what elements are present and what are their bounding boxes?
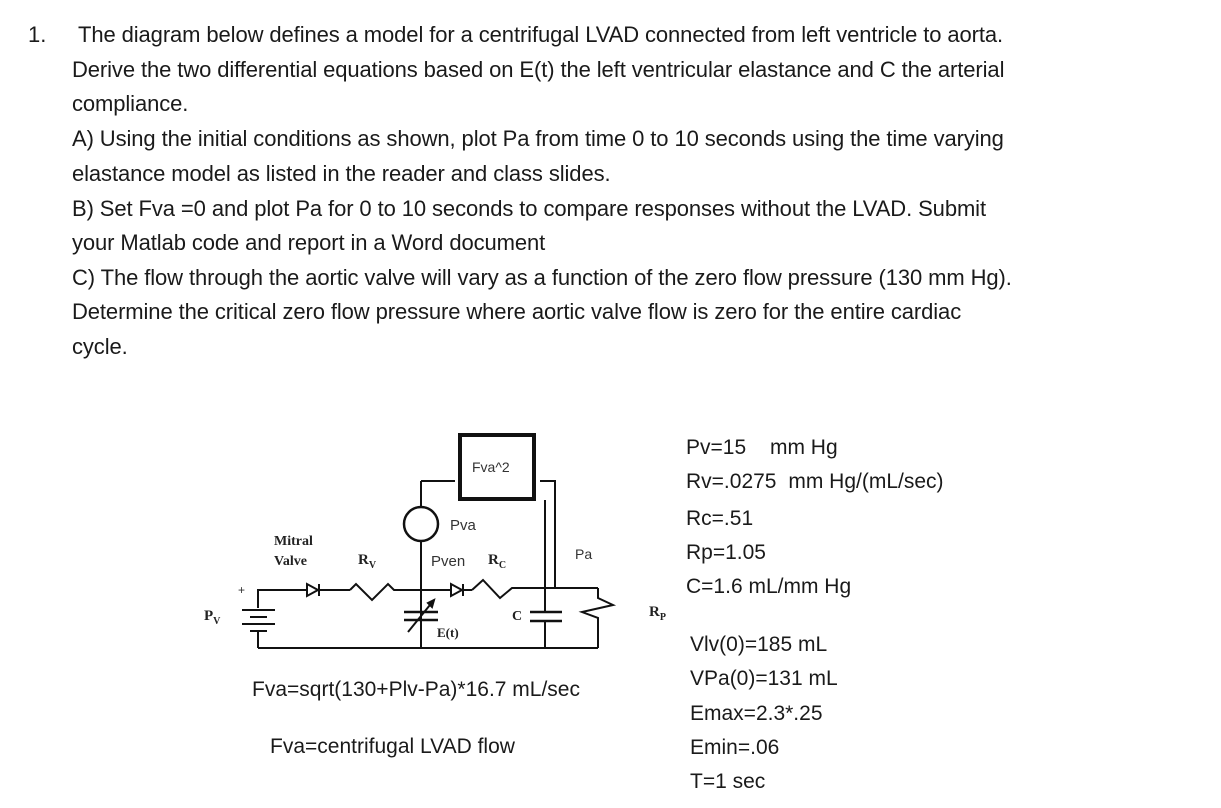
problem-line-1: The diagram below defines a model for a … xyxy=(78,22,1004,47)
part-c-line-3: cycle. xyxy=(72,334,128,359)
plus-sign: + xyxy=(238,583,246,597)
ic-vpa: VPa(0)=131 mL xyxy=(690,667,838,690)
rp-label-sub: P xyxy=(659,612,666,623)
part-c-line-2: Determine the critical zero flow pressur… xyxy=(72,299,962,324)
rp-label: RP xyxy=(649,604,666,623)
rp-resistor-icon xyxy=(578,588,617,648)
lvad-pressure-source-icon xyxy=(402,505,440,543)
param-rv: Rv=.0275 mm Hg/(mL/sec) xyxy=(686,470,944,494)
part-c-line-1: C) The flow through the aortic valve wil… xyxy=(72,265,1012,290)
rc-resistor-icon xyxy=(471,578,545,600)
fva-equation: Fva=sqrt(130+Plv-Pa)*16.7 mL/sec xyxy=(252,678,580,701)
part-b-line-1: B) Set Fva =0 and plot Pa for 0 to 10 se… xyxy=(72,196,986,221)
problem-line-2: Derive the two differential equations ba… xyxy=(72,57,1005,82)
pven-label: Pven xyxy=(431,553,466,570)
pv-label-main: P xyxy=(204,608,214,624)
pa-label: Pa xyxy=(575,546,593,562)
param-pv: Pv=15 mm Hg xyxy=(686,436,838,460)
ic-vlv: Vlv(0)=185 mL xyxy=(690,633,828,656)
mitral-valve-diode-icon xyxy=(306,582,321,598)
ic-emin: Emin=.06 xyxy=(690,736,780,759)
rc-label-main: R xyxy=(488,552,499,568)
rp-label-main: R xyxy=(649,604,660,620)
mitral-label-1: Mitral xyxy=(274,534,313,549)
pva-label: Pva xyxy=(450,517,476,534)
mitral-label-2: Valve xyxy=(274,554,307,569)
fva-definition: Fva=centrifugal LVAD flow xyxy=(270,735,515,758)
rc-label: RC xyxy=(488,552,506,571)
param-pv-value: Pv=15 xyxy=(686,436,747,459)
rv-label-sub: V xyxy=(368,560,377,571)
compliance-label: C xyxy=(512,609,523,624)
ic-period: T=1 sec xyxy=(690,770,766,793)
rc-label-sub: C xyxy=(498,560,507,571)
part-a-line-2: elastance model as listed in the reader … xyxy=(72,161,611,186)
pv-label-sub: V xyxy=(213,616,221,627)
pv-label: PV xyxy=(204,608,220,627)
param-c: C=1.6 mL/mm Hg xyxy=(686,575,852,598)
pump-box-label: Fva^2 xyxy=(472,459,510,475)
problem-line-3: compliance. xyxy=(72,91,189,116)
ic-emax: Emax=2.3*.25 xyxy=(690,702,823,725)
param-rp: Rp=1.05 xyxy=(686,541,766,564)
param-pv-unit: mm Hg xyxy=(769,436,838,459)
part-b-line-2: your Matlab code and report in a Word do… xyxy=(72,230,546,255)
elastance-label: E(t) xyxy=(437,625,459,640)
param-rv-unit: mm Hg/(mL/sec) xyxy=(788,470,944,493)
rv-resistor-icon xyxy=(349,582,421,602)
param-rc: Rc=.51 xyxy=(686,507,754,530)
lvad-pump-box xyxy=(458,433,536,501)
rv-label: RV xyxy=(358,552,376,571)
rv-label-main: R xyxy=(358,552,369,568)
problem-number: 1. xyxy=(28,22,47,47)
param-rv-value: Rv=.0275 xyxy=(686,470,777,493)
aortic-valve-diode-icon xyxy=(450,582,465,598)
part-a-line-1: A) Using the initial conditions as shown… xyxy=(72,126,1004,151)
